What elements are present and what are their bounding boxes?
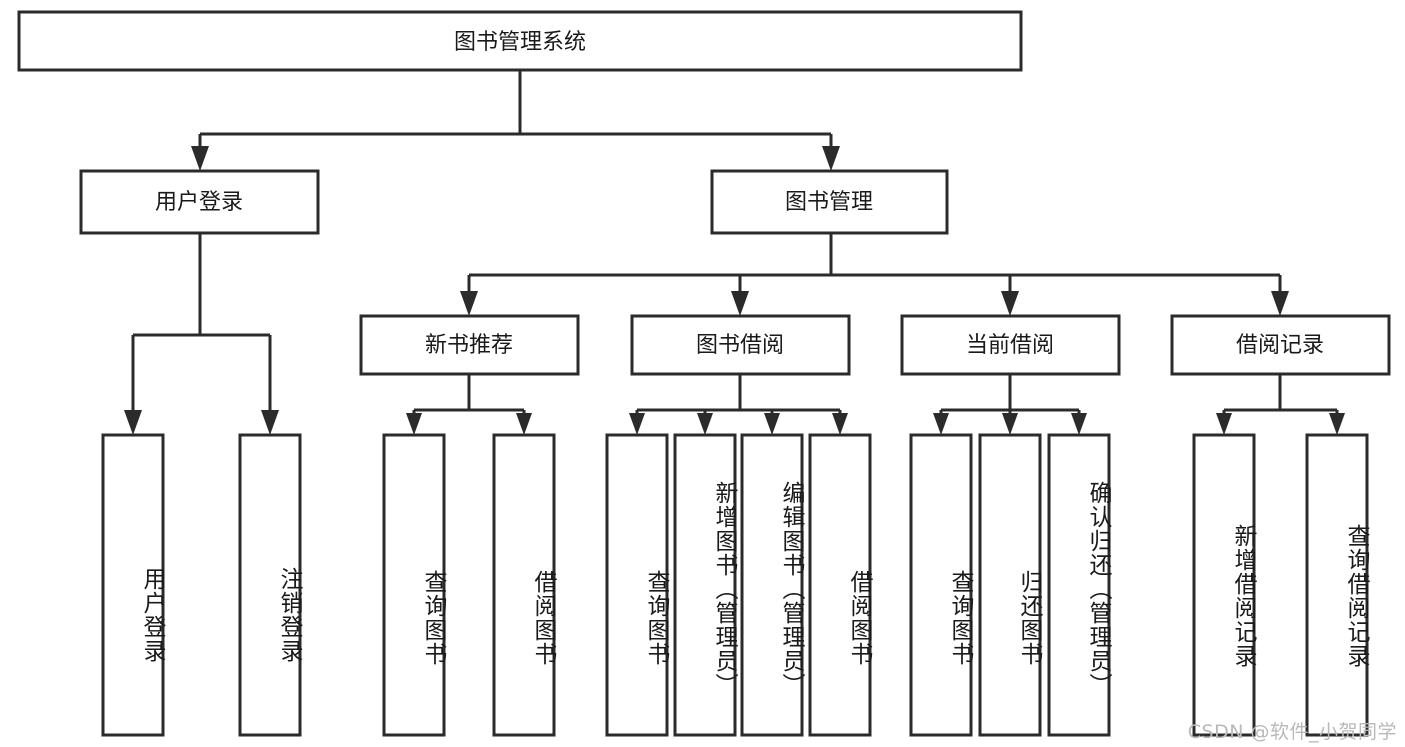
leaf-box-query-book-3[interactable] (909, 433, 973, 737)
leaf-box-query-book-2[interactable] (605, 433, 669, 737)
node-new-book-recommend-label: 新书推荐 (425, 333, 513, 358)
arrowhead-icon (1002, 413, 1018, 435)
leaf-boxes-group (101, 433, 1369, 737)
node-current-borrow-box[interactable] (900, 314, 1121, 376)
node-book-manage-label: 图书管理 (785, 190, 873, 215)
arrowhead-icon (1271, 291, 1289, 316)
connector-root-to-level2 (198, 70, 833, 160)
arrowhead-icon (261, 410, 279, 435)
node-book-manage-box[interactable] (710, 169, 949, 235)
node-borrow-record-box[interactable] (1170, 314, 1391, 376)
csdn-watermark: CSDN @软件_小贺同学 (1187, 721, 1397, 743)
arrowhead-icon (822, 146, 840, 171)
node-borrow-record-label: 借阅记录 (1236, 333, 1324, 358)
connector-book-manage-to-level3 (467, 233, 1282, 305)
leaf-box-borrow-book-2[interactable] (808, 433, 872, 737)
connector-book-borrow-to-leaves (635, 374, 842, 424)
arrowhead-icon (933, 413, 949, 435)
leaf-box-borrow-book-1[interactable] (492, 433, 556, 737)
arrowhead-icon (1071, 413, 1087, 435)
arrowhead-icon (764, 413, 780, 435)
arrowhead-icon (629, 413, 645, 435)
arrowhead-icon (731, 291, 749, 316)
arrowhead-icon (1216, 413, 1232, 435)
arrowhead-icon (516, 413, 532, 435)
node-book-manage[interactable]: 图书管理 (710, 169, 949, 235)
arrowheads-group (124, 146, 1345, 435)
arrowhead-icon (832, 413, 848, 435)
arrowhead-icon (124, 410, 142, 435)
node-user-login[interactable]: 用户登录 (79, 169, 320, 235)
leaf-box-confirm-return[interactable] (1047, 433, 1111, 737)
leaf-box-edit-book[interactable] (740, 433, 804, 737)
node-book-borrow-box[interactable] (630, 314, 851, 376)
arrowhead-icon (460, 291, 478, 316)
node-new-book-recommend[interactable]: 新书推荐 (359, 314, 580, 376)
node-new-book-recommend-box[interactable] (359, 314, 580, 376)
arrowhead-icon (1001, 291, 1019, 316)
node-root-box[interactable] (17, 10, 1023, 72)
leaf-box-return-book[interactable] (978, 433, 1042, 737)
node-user-login-label: 用户登录 (155, 190, 243, 215)
node-current-borrow[interactable]: 当前借阅 (900, 314, 1121, 376)
leaf-box-query-book-1[interactable] (382, 433, 446, 737)
node-book-borrow[interactable]: 图书借阅 (630, 314, 851, 376)
connector-new-book-recommend-to-leaves (412, 374, 526, 424)
connector-user-login-to-leaves (131, 233, 272, 424)
arrowhead-icon (697, 413, 713, 435)
node-borrow-record[interactable]: 借阅记录 (1170, 314, 1391, 376)
leaf-box-user-login[interactable] (101, 433, 165, 737)
leaf-box-add-record[interactable] (1192, 433, 1256, 737)
leaf-box-logout-login[interactable] (238, 433, 302, 737)
node-root-label: 图书管理系统 (454, 30, 586, 55)
connector-borrow-record-to-leaves (1222, 374, 1339, 424)
arrowhead-icon (191, 146, 209, 171)
node-user-login-box[interactable] (79, 169, 320, 235)
arrowhead-icon (1329, 413, 1345, 435)
connectors-group (131, 70, 1339, 424)
leaf-box-query-record[interactable] (1305, 433, 1369, 737)
leaf-box-add-book[interactable] (673, 433, 737, 737)
node-root[interactable]: 图书管理系统 (17, 10, 1023, 72)
node-current-borrow-label: 当前借阅 (966, 333, 1054, 358)
node-book-borrow-label: 图书借阅 (696, 333, 784, 358)
arrowhead-icon (406, 413, 422, 435)
